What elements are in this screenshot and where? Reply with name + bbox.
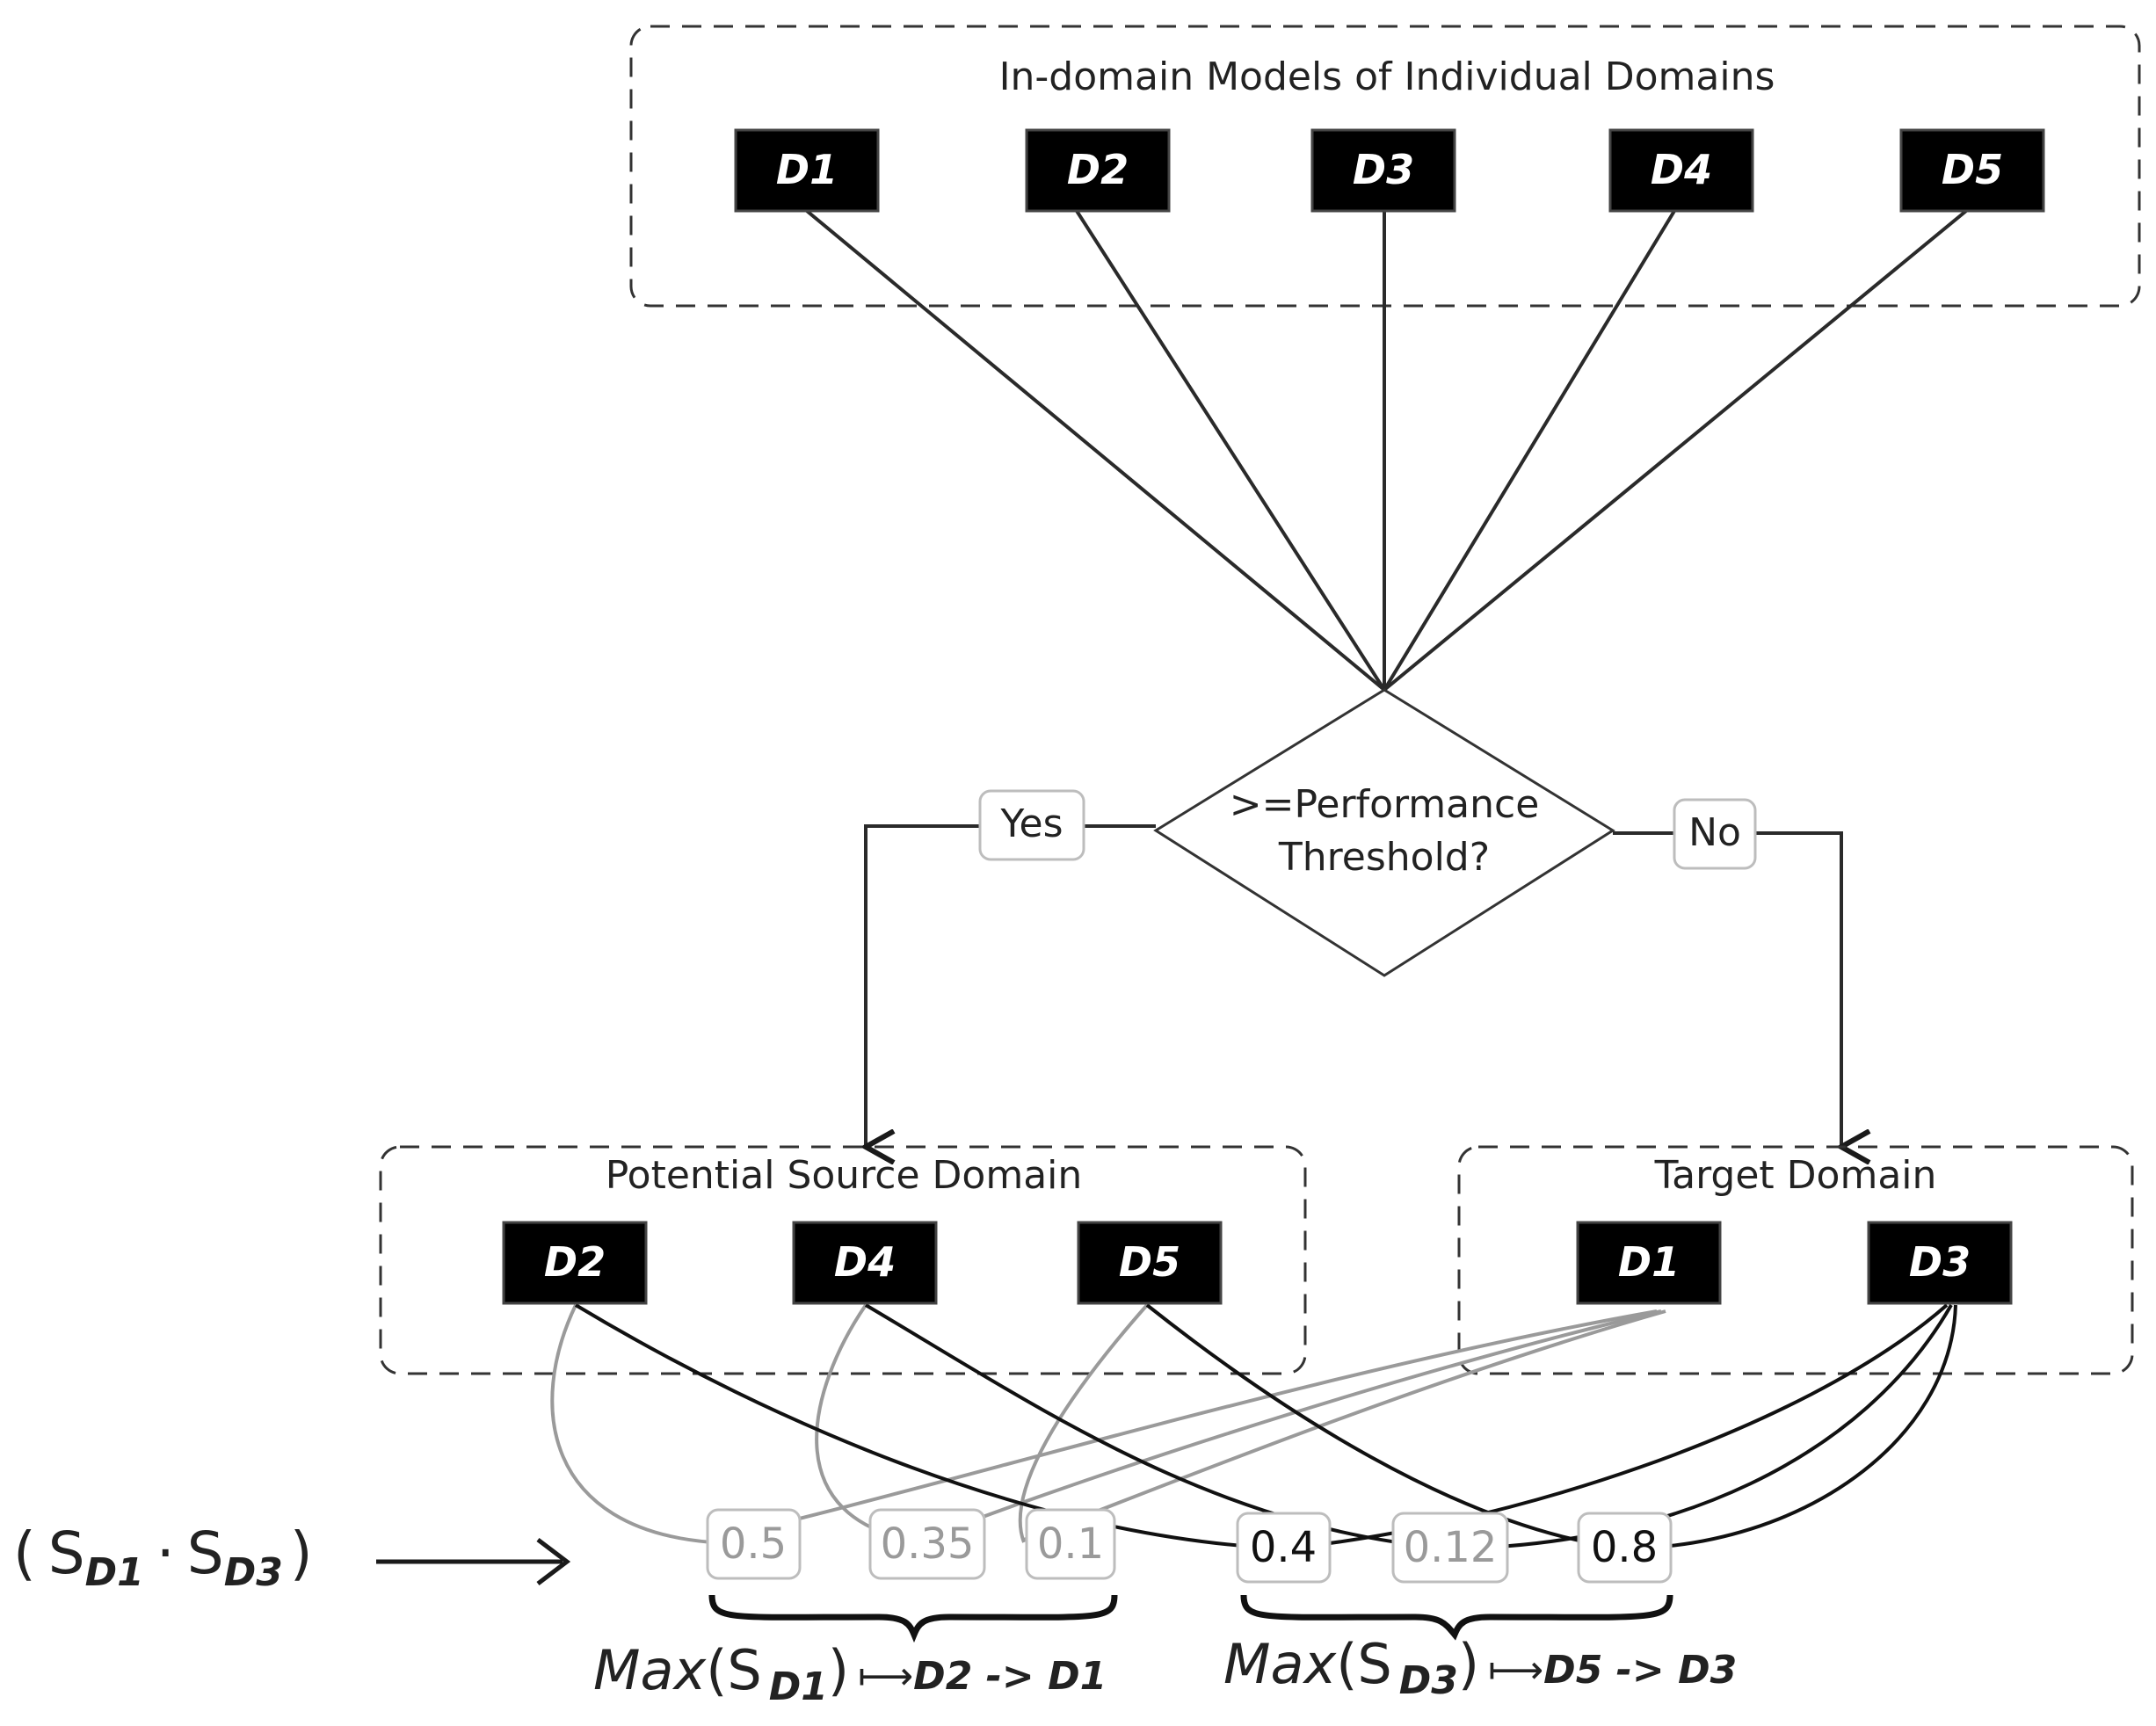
curve-d4-to-score-0.35 — [815, 1303, 924, 1544]
curve-d4-to-score-0.12 — [864, 1303, 1451, 1550]
top-group-title: In-domain Models of Individual Domains — [999, 54, 1775, 99]
curve-d5-to-score-0.8 — [1145, 1303, 1627, 1550]
score-d1-2: 0.1 — [1025, 1508, 1116, 1580]
gray-curves-d1 — [550, 1303, 1666, 1544]
target-group-border — [1457, 1145, 2134, 1375]
source-domain-d4-label: D4 — [834, 1238, 896, 1286]
connector-d2-to-decision — [1075, 209, 1386, 692]
source-domain-d5-label: D5 — [1119, 1238, 1180, 1286]
source-domain-d4: D4 — [792, 1221, 938, 1305]
source-group-title: Potential Source Domain — [606, 1153, 1083, 1198]
source-domain-d2: D2 — [502, 1221, 648, 1305]
no-label-box — [1673, 798, 1757, 870]
score-d1-0-value: 0.5 — [720, 1519, 787, 1569]
no-label: No — [1688, 810, 1741, 855]
curve-d2-to-score-0.4 — [574, 1303, 1284, 1550]
curve-d3-to-score-0.8 — [1625, 1304, 1957, 1550]
no-branch-line — [1613, 831, 1841, 1147]
target-group-title: Target Domain — [1654, 1153, 1937, 1198]
target-domain-d1: D1 — [1576, 1221, 1722, 1305]
source-group-border — [379, 1145, 1307, 1375]
top-domain-d4: D4 — [1608, 128, 1754, 213]
top-domain-d1-label: D1 — [776, 146, 838, 193]
target-domain-d3-label: D3 — [1909, 1238, 1971, 1286]
connector-d5-to-decision — [1383, 209, 1968, 692]
top-domain-d3: D3 — [1310, 128, 1456, 213]
source-domain-d2-label: D2 — [544, 1238, 606, 1286]
pair-arrow — [376, 1538, 571, 1585]
black-curves-d3 — [574, 1303, 1957, 1550]
score-d3-0: 0.4 — [1236, 1512, 1332, 1584]
connector-d1-to-decision — [805, 209, 1386, 692]
curve-d1-to-score-0.1 — [1023, 1309, 1666, 1541]
score-d3-0-value: 0.4 — [1250, 1523, 1317, 1572]
score-d1-1-value: 0.35 — [881, 1519, 975, 1569]
top-domain-d3-label: D3 — [1353, 146, 1414, 193]
brace-d3 — [1240, 1594, 1673, 1641]
yes-label: Yes — [999, 801, 1063, 846]
score-d1-0: 0.5 — [706, 1508, 802, 1580]
top-domain-d2: D2 — [1025, 128, 1171, 213]
top-domain-d5-label: D5 — [1942, 146, 2003, 193]
curve-d5-to-score-0.1 — [1018, 1303, 1149, 1543]
curve-d3-to-score-0.12 — [1449, 1304, 1953, 1550]
decision-text-line2: Threshold? — [1278, 835, 1490, 880]
curve-d3-to-score-0.4 — [1282, 1303, 1949, 1550]
brace-d1 — [708, 1594, 1118, 1643]
target-domain-d1-label: D1 — [1618, 1238, 1680, 1286]
curve-d2-to-score-0.5 — [550, 1304, 713, 1544]
top-domain-d2-label: D2 — [1067, 146, 1129, 193]
score-d3-1: 0.12 — [1391, 1512, 1509, 1584]
decision-text-line1: >=Performance — [1230, 782, 1540, 827]
curve-d1-to-score-0.5 — [711, 1309, 1658, 1541]
score-d3-2-value: 0.8 — [1591, 1523, 1658, 1572]
score-d1-1: 0.35 — [868, 1508, 986, 1580]
score-d3-2: 0.8 — [1577, 1512, 1673, 1584]
pair-label: (SD1·SD3) — [13, 1519, 313, 1595]
target-domain-d3: D3 — [1867, 1221, 2013, 1305]
top-connectors — [805, 209, 1968, 692]
score-d1-2-value: 0.1 — [1037, 1519, 1104, 1569]
decision-diamond — [1153, 688, 1615, 977]
source-domain-d5: D5 — [1077, 1221, 1223, 1305]
yes-branch-line — [866, 824, 1156, 1147]
top-domain-d4-label: D4 — [1651, 146, 1712, 193]
yes-label-box — [978, 789, 1085, 861]
top-domain-d5: D5 — [1899, 128, 2045, 213]
top-domain-d1: D1 — [734, 128, 880, 213]
connector-d4-to-decision — [1383, 209, 1676, 692]
score-d3-1-value: 0.12 — [1404, 1523, 1498, 1572]
curve-d1-to-score-0.35 — [922, 1309, 1662, 1541]
